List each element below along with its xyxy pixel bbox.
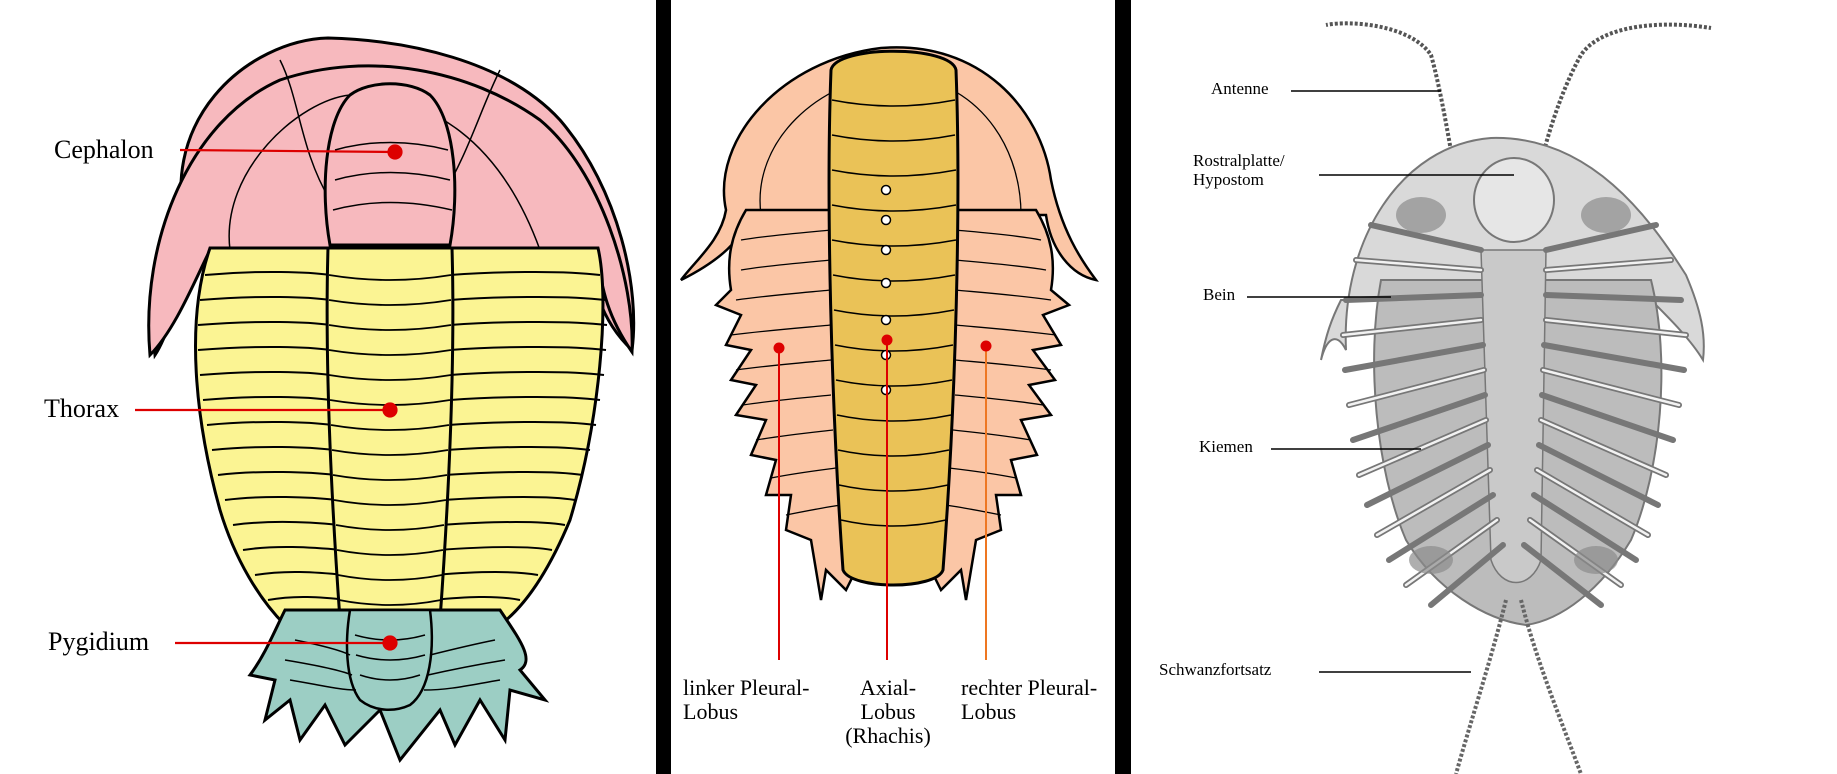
cephalon-label: Cephalon <box>54 136 154 165</box>
trilobite-ventral-panel: Antenne Rostralplatte/ Hypostom Bein Kie… <box>1131 0 1837 774</box>
cephalon-pointer-dot <box>389 146 402 159</box>
axial-pointer-dot <box>882 335 893 346</box>
right-pleural-pointer-dot <box>981 341 992 352</box>
pygidium-pointer-dot <box>384 637 397 650</box>
hypostome <box>1474 158 1554 242</box>
left-pleural-label: linker Pleural- Lobus <box>683 676 809 724</box>
trilobite-lobes-panel: linker Pleural- Lobus Axial- Lobus (Rhac… <box>671 0 1115 774</box>
kiemen-label: Kiemen <box>1199 438 1253 457</box>
pygidium-label: Pygidium <box>48 628 149 657</box>
left-tail-appendage <box>1456 600 1506 774</box>
right-tail-appendage <box>1521 600 1581 774</box>
rostral-label: Rostralplatte/ Hypostom <box>1193 152 1285 189</box>
thorax-pointer-dot <box>384 404 397 417</box>
bein-label: Bein <box>1203 286 1235 305</box>
trilobite-divisions-illustration <box>0 0 656 774</box>
antenne-label: Antenne <box>1211 80 1269 99</box>
glabella <box>325 84 455 245</box>
axial-label: Axial- Lobus (Rhachis) <box>833 676 943 749</box>
right-pleural-label: rechter Pleural- Lobus <box>961 676 1097 724</box>
left-pleural-pointer-dot <box>774 343 785 354</box>
axial-lobe <box>829 51 958 585</box>
trilobite-lobes-illustration <box>671 0 1115 774</box>
schwanz-label: Schwanzfortsatz <box>1159 661 1271 680</box>
trilobite-ventral-illustration <box>1131 0 1837 774</box>
thorax-axial-lobe <box>327 248 453 620</box>
trilobite-divisions-panel: Cephalon Thorax Pygidium <box>0 0 656 774</box>
thorax-label: Thorax <box>44 395 119 424</box>
